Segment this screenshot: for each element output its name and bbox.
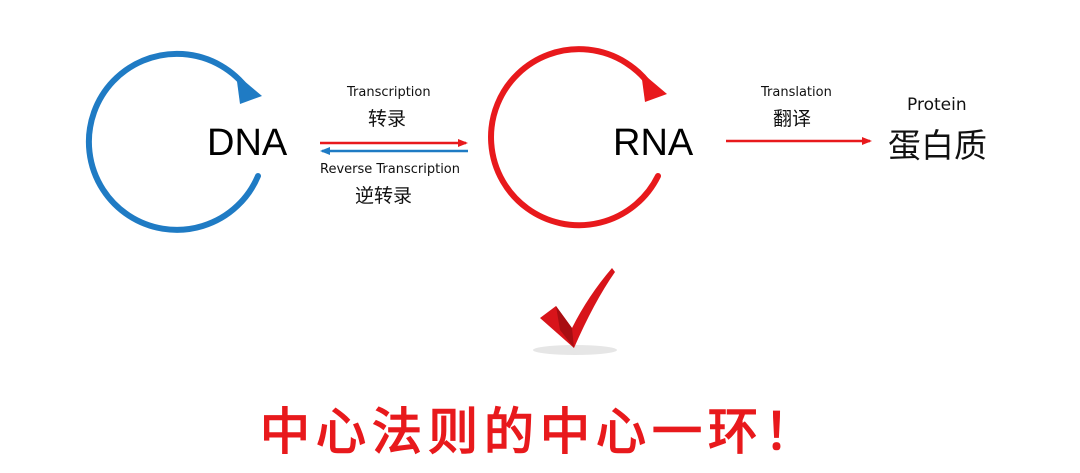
translation-en-label: Translation	[761, 85, 832, 100]
transcription-zh-label: 转录	[368, 108, 407, 130]
protein-en-label: Protein	[907, 95, 967, 115]
protein-zh-label: 蛋白质	[888, 126, 987, 165]
checkmark-icon	[533, 268, 617, 355]
dna-cycle-icon	[85, 50, 262, 233]
reverse-transcription-zh-label: 逆转录	[355, 185, 413, 207]
transcription-en-label: Transcription	[347, 85, 431, 100]
rna-label: RNA	[613, 122, 694, 164]
translation-zh-label: 翻译	[773, 108, 812, 130]
reverse-transcription-en-label: Reverse Transcription	[320, 162, 460, 177]
bottom-slogan: 中心法则的中心一环！	[260, 402, 820, 461]
dna-label: DNA	[207, 122, 288, 164]
rna-cycle-icon	[488, 46, 667, 229]
